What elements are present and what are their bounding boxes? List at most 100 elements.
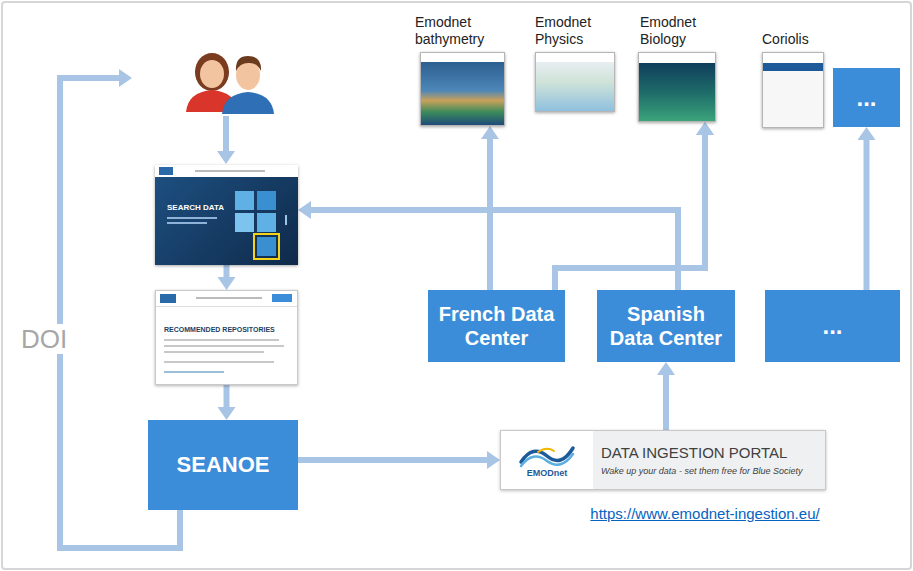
- screen-detail: [167, 217, 217, 219]
- screen-detail: [159, 167, 173, 175]
- screen-detail: [156, 306, 297, 307]
- data-center-box: French Data Center: [428, 290, 565, 362]
- connector: [218, 385, 236, 420]
- screen-detail: [235, 191, 254, 210]
- arrow-head: [119, 69, 132, 87]
- data-center-box: Spanish Data Center: [597, 290, 735, 362]
- thumbnail-card: Emodnet Biology: [636, 14, 718, 122]
- text-column: EMODnet: [501, 431, 593, 489]
- arrow-head: [298, 201, 311, 219]
- site-name: Emodnet Physics: [533, 14, 605, 48]
- screen-detail: [164, 371, 224, 373]
- screen-detail: [164, 345, 284, 347]
- thumbnail-card: Emodnet Physics: [533, 14, 618, 112]
- emodnet-logo: [518, 442, 576, 468]
- user-arrow: [217, 116, 235, 164]
- screen-detail: [285, 215, 291, 225]
- text-column: Emodnet Biology: [636, 14, 718, 48]
- arrow-line: [223, 116, 229, 152]
- text-column: DATA INGESTION PORTAL Wake up your data -…: [593, 431, 808, 489]
- man-body: [222, 92, 274, 114]
- arrow-head: [481, 126, 499, 139]
- repository-box: SEANOE: [148, 420, 298, 510]
- text-column: French Data Center: [436, 302, 557, 350]
- screen-heading: SEARCH DATA: [155, 165, 298, 213]
- banner-text: DATA INGESTION PORTAL: [601, 444, 802, 462]
- more-box: ...: [765, 290, 900, 362]
- site-screenshot: [420, 52, 505, 126]
- more-box: ...: [833, 68, 900, 127]
- man-hair: [236, 56, 261, 71]
- site-screenshot: [638, 52, 716, 122]
- connector-line: [678, 134, 705, 290]
- connector-line: [310, 210, 678, 290]
- url-link: https://www.emodnet-ingestion.eu/: [545, 505, 865, 523]
- screen-detail: [155, 177, 298, 265]
- text-column: Spanish Data Center: [605, 302, 727, 350]
- screen-detail: [195, 170, 265, 172]
- text-column: SEARCH DATA: [155, 165, 298, 213]
- arrow-head: [696, 122, 714, 135]
- screen-detail: [257, 191, 276, 210]
- banner-text: EMODnet: [527, 468, 568, 479]
- screen-detail: [257, 237, 276, 256]
- screen-detail: [164, 361, 274, 363]
- thumbnail-card: Coriolis: [760, 14, 826, 128]
- portal-banner: EMODnet DATA INGESTION PORTAL Wake up your…: [500, 430, 826, 490]
- site-screenshot: [535, 52, 615, 112]
- text-column: ...: [822, 312, 842, 340]
- screen-detail: [160, 294, 176, 303]
- connector-line: [487, 138, 493, 290]
- arrow-head: [487, 451, 500, 469]
- connector-line: [864, 139, 870, 290]
- users-icon: [186, 53, 274, 114]
- arrow-head: [696, 122, 714, 135]
- arrow-head: [218, 407, 236, 420]
- thumbnail-card: Emodnet bathymetry: [412, 14, 507, 126]
- woman-face: [200, 60, 224, 88]
- site-screenshot: [762, 52, 824, 128]
- logo-wave: [538, 448, 554, 451]
- box-label: Spanish Data Center: [605, 302, 727, 350]
- repositories-screenshot: RECOMMENDED REPOSITORIES: [155, 290, 298, 385]
- connector-line: [663, 374, 669, 430]
- connector: [298, 201, 678, 290]
- screen-detail: [196, 297, 262, 299]
- arrow-head: [218, 277, 236, 290]
- text-column: SEANOE: [177, 452, 270, 478]
- connector-line: [224, 385, 230, 408]
- doi-label: DOI: [18, 324, 70, 354]
- logo-wave: [521, 454, 573, 466]
- site-name: Emodnet bathymetry: [412, 14, 495, 48]
- connector: [678, 122, 714, 290]
- connector: [858, 127, 876, 290]
- connector: [298, 451, 500, 469]
- site-name: Coriolis: [760, 14, 826, 48]
- text-column: Emodnet bathymetry: [412, 14, 507, 48]
- woman-hair: [195, 53, 229, 91]
- connector-line: [224, 265, 230, 278]
- text-column: RECOMMENDED REPOSITORIES: [156, 291, 297, 334]
- arrow-head: [657, 362, 675, 375]
- arrow-head: [217, 151, 235, 164]
- text-column: Emodnet Physics: [533, 14, 618, 48]
- screen-detail: [257, 213, 276, 232]
- screen-detail: [272, 294, 292, 302]
- screen-detail: [164, 339, 279, 341]
- text-column: ...: [856, 84, 876, 112]
- banner-text: Wake up your data - set them free for Bl…: [601, 466, 802, 477]
- connector-line: [298, 457, 488, 463]
- arrow-head: [858, 127, 876, 140]
- connector: [657, 362, 675, 430]
- search-screenshot: SEARCH DATA: [155, 165, 298, 265]
- screen-detail: [235, 213, 254, 232]
- box-label: ...: [822, 312, 842, 340]
- box-label: ...: [856, 84, 876, 112]
- screen-detail: [164, 351, 264, 353]
- text-column: Coriolis: [760, 14, 826, 48]
- connector: [218, 265, 236, 290]
- box-label: French Data Center: [436, 302, 557, 350]
- connector: [555, 122, 714, 290]
- screen-heading: RECOMMENDED REPOSITORIES: [156, 291, 297, 334]
